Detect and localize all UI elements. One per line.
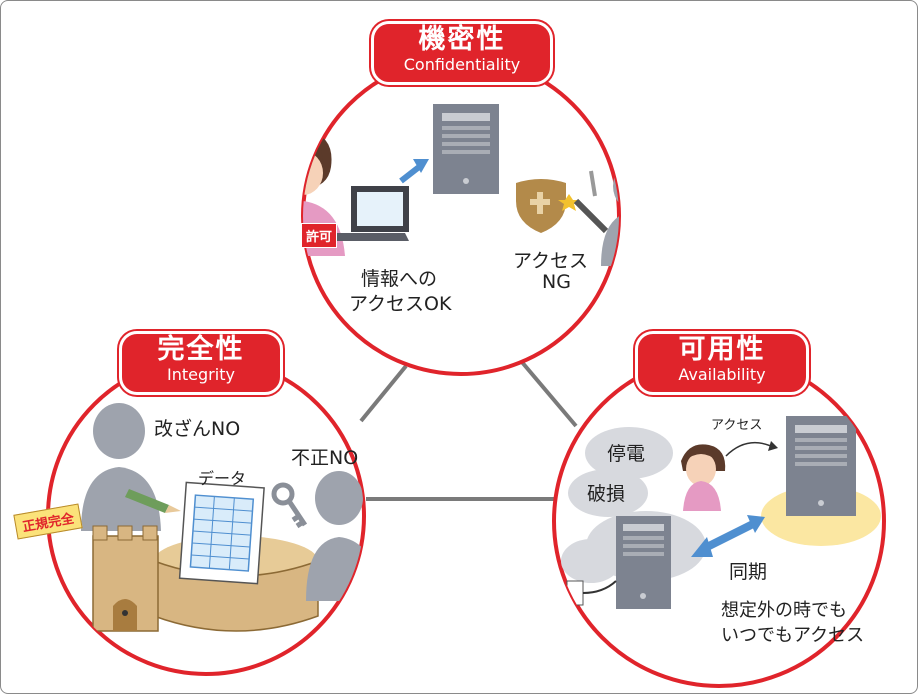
arrow-icon (399, 159, 429, 184)
permit-tag: 許可 (301, 223, 338, 248)
access-small-label: アクセス (711, 418, 763, 433)
confidentiality-title-jp: 機密性 (418, 24, 506, 55)
access-arrow-icon (725, 441, 772, 457)
availability-desc-line1: 想定外の時でも (721, 600, 847, 621)
confidentiality-title-en: Confidentiality (403, 55, 521, 74)
access-ok-label-line1: 情報への (361, 268, 438, 290)
integrity-title-en: Integrity (167, 365, 235, 384)
document-icon (178, 481, 265, 585)
person-icon (681, 444, 726, 511)
damage-label: 破損 (587, 483, 626, 505)
integrity-title-jp: 完全性 (157, 334, 245, 365)
sync-label: 同期 (729, 561, 768, 583)
availability-title-en: Availability (678, 365, 766, 384)
access-ng-label-line2: NG (542, 271, 571, 293)
tamper-person-icon (81, 403, 161, 531)
server-icon (433, 104, 499, 194)
shield-icon (516, 179, 580, 233)
outage-label: 停電 (607, 443, 646, 465)
availability-title-jp: 可用性 (678, 334, 766, 365)
illegal-no-label: 不正NO (291, 447, 359, 469)
access-ng-label-line1: アクセス (513, 250, 589, 272)
data-label: データ (198, 469, 247, 488)
laptop-icon (331, 186, 409, 241)
key-icon (271, 482, 308, 529)
integrity-title-badge: 完全性 Integrity (119, 331, 283, 395)
connector-lines (359, 359, 578, 501)
tamper-no-label: 改ざんNO (154, 418, 241, 440)
server-icon (786, 416, 856, 516)
access-ok-label-line2: アクセスOK (349, 293, 452, 315)
sync-arrow-icon (691, 515, 765, 557)
availability-title-badge: 可用性 Availability (635, 331, 809, 395)
server-icon (616, 516, 671, 609)
intruder-person-icon (573, 161, 619, 266)
availability-desc-line2: いつでもアクセス (721, 625, 865, 646)
pencil-icon (125, 489, 181, 513)
confidentiality-title-badge: 機密性 Confidentiality (371, 21, 553, 85)
